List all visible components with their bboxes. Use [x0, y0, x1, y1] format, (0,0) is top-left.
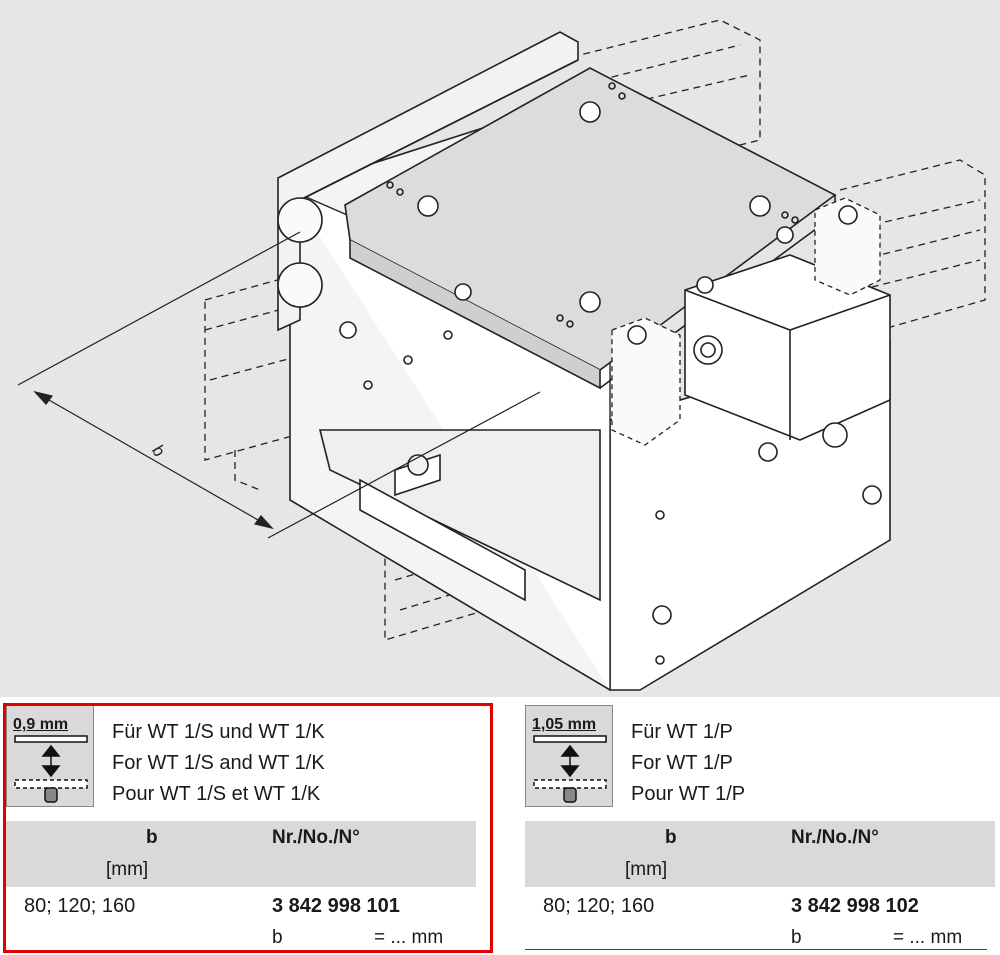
b-label: b	[791, 927, 802, 948]
col-b-header: b	[665, 827, 677, 848]
thickness-icon	[14, 735, 88, 803]
table-header: b [mm] Nr./No./N°	[6, 821, 476, 887]
top-plate	[344, 67, 837, 390]
thickness-icon-box: 1,05 mm	[525, 705, 613, 807]
b-values: 80; 120; 160	[24, 895, 136, 917]
variant-panel-left: 0,9 mm Für WT 1/S und WT 1/K For WT 1/S …	[6, 705, 476, 951]
technical-drawing: b	[0, 0, 1000, 697]
col-b-header: b	[146, 827, 158, 848]
desc-de: Für WT 1/P	[631, 721, 733, 743]
sensor-box	[684, 226, 891, 462]
sensor-plate	[359, 453, 526, 602]
dimension-b	[17, 231, 541, 539]
b-equals: = ... mm	[893, 927, 963, 948]
part-number: 3 842 998 101	[272, 895, 400, 917]
table-header: b [mm] Nr./No./N°	[525, 821, 995, 887]
part-number: 3 842 998 102	[791, 895, 919, 917]
col-unit-header: [mm]	[106, 859, 149, 880]
variant-description: Für WT 1/P For WT 1/P Pour WT 1/P	[631, 717, 745, 810]
stop-blocks	[611, 197, 881, 446]
b-values: 80; 120; 160	[543, 895, 655, 917]
desc-de: Für WT 1/S und WT 1/K	[112, 721, 325, 743]
thickness-icon-box: 0,9 mm	[6, 705, 94, 807]
col-nr-header: Nr./No./N°	[272, 827, 360, 848]
b-equals: = ... mm	[374, 927, 444, 948]
col-unit-header: [mm]	[625, 859, 668, 880]
desc-fr: Pour WT 1/P	[631, 783, 746, 805]
variant-panel-right: 1,05 mm Für WT 1/P For WT 1/P Pour WT 1/…	[525, 705, 995, 951]
selection-highlight	[3, 703, 493, 953]
guide-rail	[277, 31, 579, 332]
variant-description: Für WT 1/S und WT 1/K For WT 1/S and WT …	[112, 717, 325, 810]
desc-fr: Pour WT 1/S et WT 1/K	[112, 783, 321, 805]
thickness-label: 1,05 mm	[532, 716, 597, 733]
dimension-label: b	[148, 442, 169, 460]
bottom-rule	[525, 949, 987, 950]
desc-en: For WT 1/P	[631, 752, 733, 774]
desc-en: For WT 1/S and WT 1/K	[112, 752, 325, 774]
col-nr-header: Nr./No./N°	[791, 827, 879, 848]
thickness-label: 0,9 mm	[13, 716, 69, 733]
b-label: b	[272, 927, 283, 948]
thickness-icon	[533, 735, 607, 803]
